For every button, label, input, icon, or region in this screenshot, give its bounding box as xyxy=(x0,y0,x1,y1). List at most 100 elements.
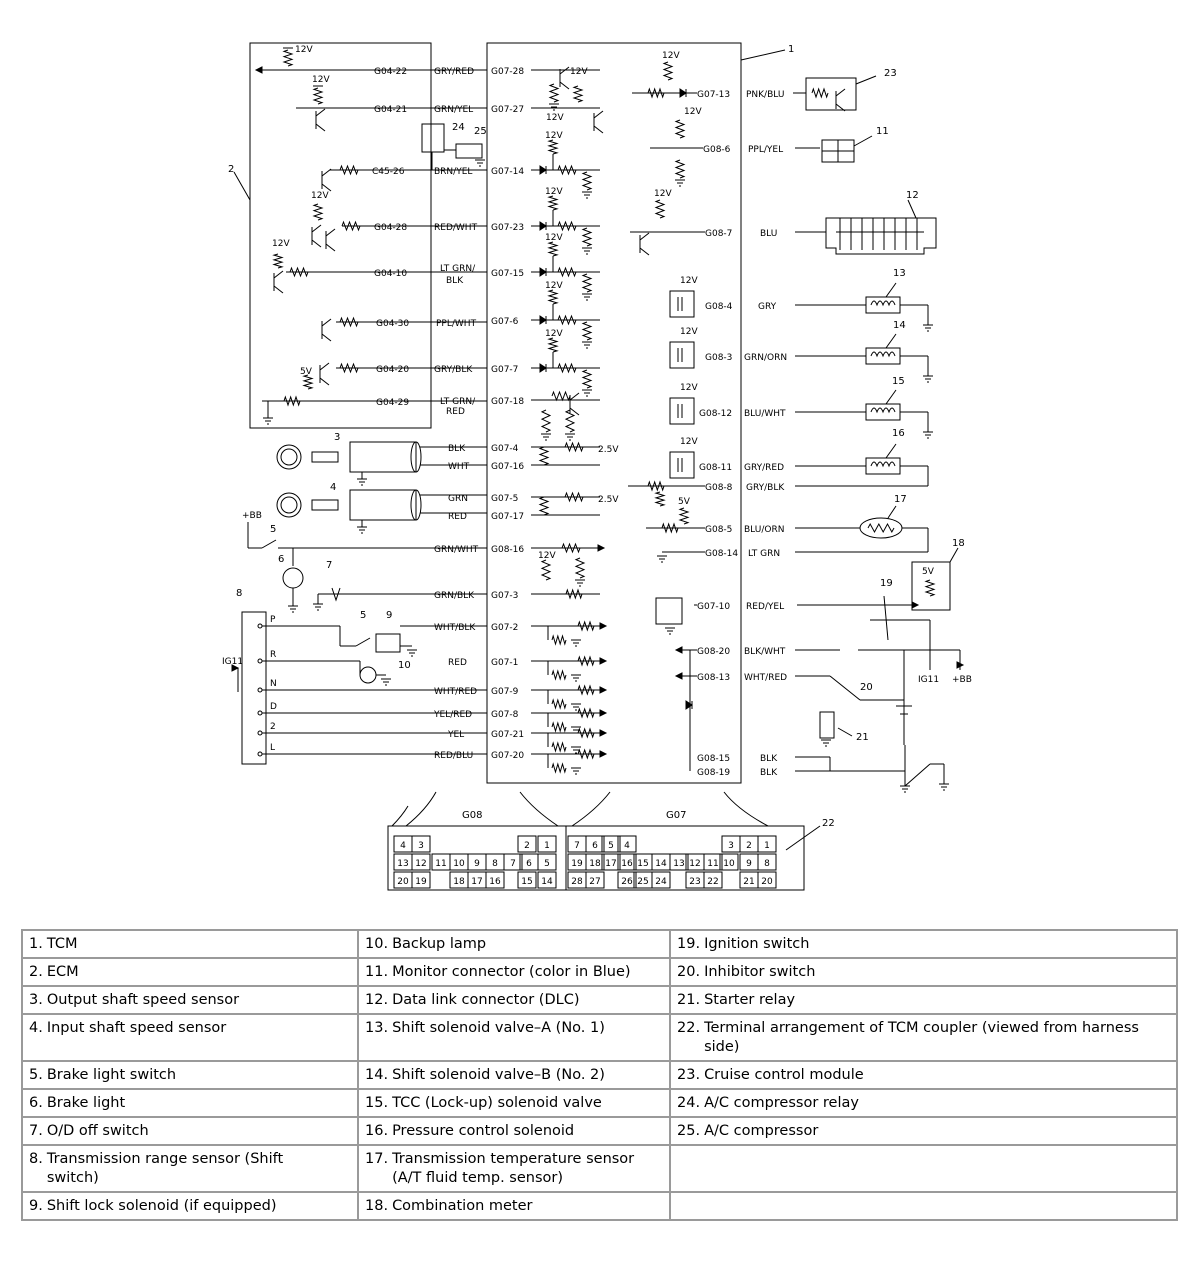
voltage-label: 5V xyxy=(300,367,313,377)
wire-color-label: WHT/RED xyxy=(744,673,787,683)
transistor xyxy=(273,270,284,279)
transistor xyxy=(593,110,604,119)
tcm-terminal-label: G08-12 xyxy=(699,409,732,419)
transistor xyxy=(325,243,336,252)
resistor xyxy=(577,707,595,719)
ecm-terminal-label: G04-22 xyxy=(374,67,407,77)
resistor xyxy=(662,61,674,81)
transistor xyxy=(311,224,322,233)
ecm-wires: G04-22G04-21C45-26G04-28G04-10G04-30G04-… xyxy=(254,45,487,425)
wire-color-label: GRN/ORN xyxy=(744,353,787,363)
diode xyxy=(539,267,547,277)
callout-number: 12 xyxy=(906,190,919,201)
coupler-pin xyxy=(411,853,431,871)
tcm-terminal-label: G08-7 xyxy=(705,229,732,239)
voltage-label: 12V xyxy=(545,233,563,243)
voltage-label: 12V xyxy=(295,45,313,55)
sensor-body xyxy=(311,499,339,511)
coupler-pin-number: 1 xyxy=(544,841,550,851)
legend-item-text: Monitor connector (color in Blue) xyxy=(392,964,631,980)
legend-item-text: Shift solenoid valve–A (No. 1) xyxy=(392,1020,605,1036)
resistor xyxy=(282,49,294,67)
resistor xyxy=(557,362,577,374)
legend-cell: 12.Data link connector (DLC) xyxy=(357,985,671,1015)
range-contact xyxy=(257,710,263,716)
legend-item-text: Output shaft speed sensor xyxy=(46,992,240,1008)
coupler-pin-number: 17 xyxy=(605,859,616,869)
legend-item-number: 12. xyxy=(365,992,389,1008)
coupler-pin-number: 12 xyxy=(415,859,426,869)
resistor xyxy=(577,655,595,667)
callout-number: 13 xyxy=(893,268,906,279)
tcm-terminal-label: G08-11 xyxy=(699,463,732,473)
coupler-pin xyxy=(517,835,537,853)
speed-sensor-gear xyxy=(276,444,302,470)
sensor-body xyxy=(311,451,339,463)
resistor xyxy=(547,139,559,155)
coupler-pin-number: 16 xyxy=(621,859,633,869)
inhibitor-switch xyxy=(829,675,861,701)
resistor xyxy=(312,203,324,221)
wire-color-label: LT GRN/ xyxy=(440,264,476,274)
resistor xyxy=(538,446,550,466)
legend-item-number: 16. xyxy=(365,1123,389,1139)
legend-cell: 16.Pressure control solenoid xyxy=(357,1116,671,1146)
wire-color-label: RED xyxy=(448,512,467,522)
callout-number: 2 xyxy=(228,164,234,175)
legend-item-text: Input shaft speed sensor xyxy=(46,1020,227,1036)
legend-item-text: A/C compressor xyxy=(704,1123,819,1139)
transistor xyxy=(273,285,284,294)
ecm-terminal-label: G04-20 xyxy=(376,365,409,375)
wire-color-label: BLK/WHT xyxy=(744,647,786,657)
legend-item-text: Cruise control module xyxy=(704,1067,864,1083)
resistor xyxy=(654,491,666,507)
coupler-label-g08: G08 xyxy=(462,810,482,821)
wire-color-label: PPL/WHT xyxy=(436,319,477,329)
legend-cell: 19.Ignition switch xyxy=(669,929,1178,959)
resistor xyxy=(557,164,577,176)
legend-item-number: 6. xyxy=(29,1095,43,1111)
mosfet xyxy=(669,397,695,425)
coupler-pin-number: 7 xyxy=(574,841,580,851)
mosfet xyxy=(669,290,695,318)
voltage-label: 12V xyxy=(570,67,588,77)
resistor xyxy=(312,87,324,105)
wire-color-label: YEL/RED xyxy=(433,710,472,720)
tcm-terminal-label: G08-16 xyxy=(491,545,524,555)
legend-item-number: 4. xyxy=(29,1020,43,1036)
transistor xyxy=(319,362,330,371)
coupler-pin-number: 13 xyxy=(673,859,684,869)
transistor xyxy=(835,103,846,112)
transistor xyxy=(593,125,604,134)
resistor xyxy=(647,480,665,492)
transistor xyxy=(559,81,570,90)
coupler-pin-number: 9 xyxy=(746,859,752,869)
range-position-label: 2 xyxy=(270,722,276,732)
coupler-pin-number: 19 xyxy=(571,859,583,869)
tcm-terminal-label: G07-5 xyxy=(491,494,518,504)
wire-color-label: BLK xyxy=(760,754,778,764)
resistor xyxy=(564,491,584,503)
legend-cell: 10.Backup lamp xyxy=(357,929,671,959)
resistor xyxy=(581,171,593,191)
brake-light xyxy=(282,567,304,589)
legend-row: 8.Transmission range sensor (Shift switc… xyxy=(21,1144,1178,1193)
resistor xyxy=(811,87,829,99)
resistor xyxy=(339,164,359,176)
transistor xyxy=(569,392,580,401)
voltage-label: 12V xyxy=(545,281,563,291)
wire-color-label: RED xyxy=(446,407,465,417)
coupler-pin-number: 5 xyxy=(544,859,550,869)
callout-number: 5 xyxy=(360,610,366,621)
legend-item-text: Transmission range sensor (Shift switch) xyxy=(46,1151,284,1186)
resistor xyxy=(339,362,359,374)
tcm-terminal-label: G08-6 xyxy=(703,145,731,155)
resistor xyxy=(678,507,690,525)
arrow xyxy=(599,657,608,665)
tcm-terminal-label: G07-15 xyxy=(491,269,524,279)
coupler-pin-number: 20 xyxy=(761,877,773,887)
resistor xyxy=(272,253,284,269)
